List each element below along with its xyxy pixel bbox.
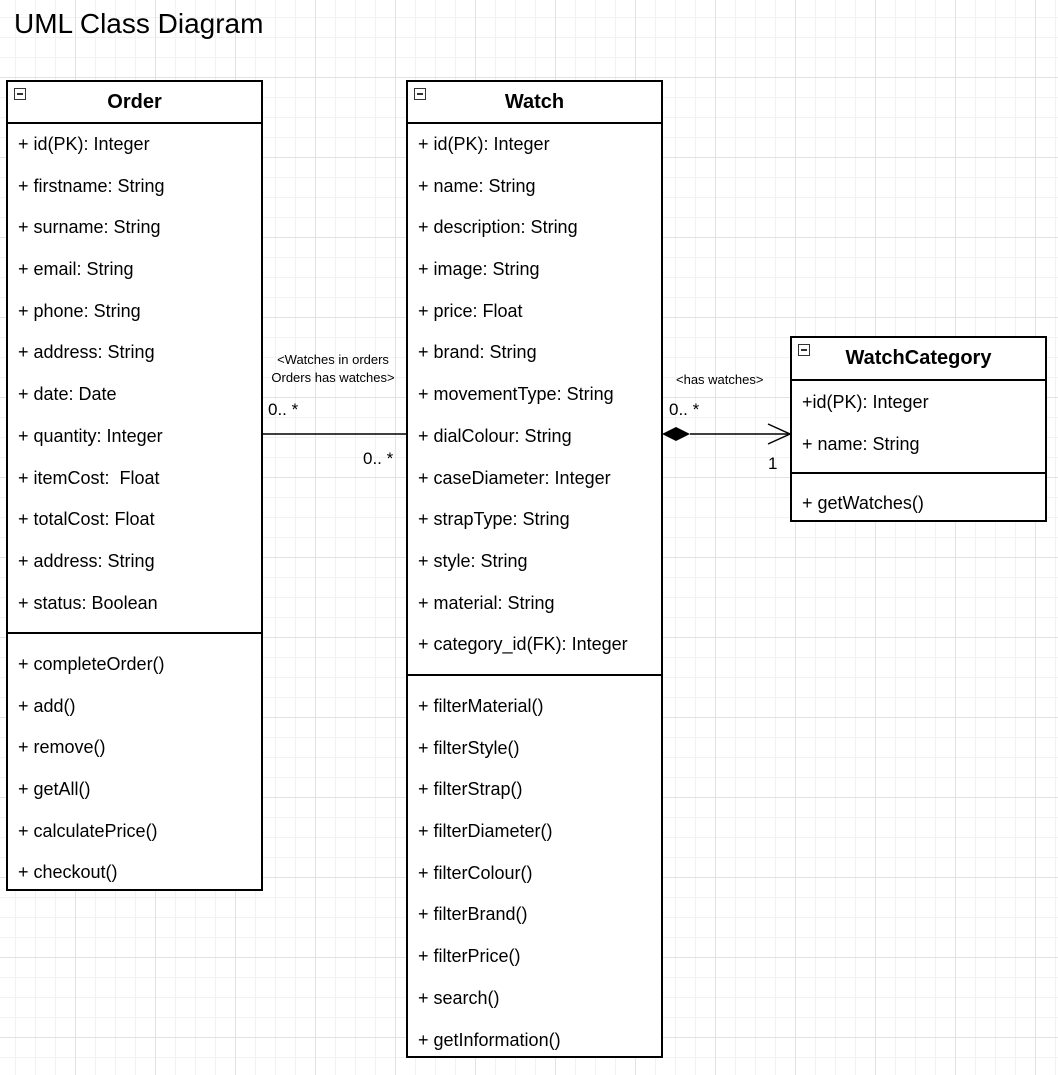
- class-order-header[interactable]: Order: [8, 82, 261, 124]
- method-row[interactable]: + filterStyle(): [418, 737, 520, 758]
- attribute-row[interactable]: + strapType: String: [418, 509, 570, 530]
- attribute-row[interactable]: + itemCost: Float: [18, 467, 160, 488]
- attribute-row[interactable]: + category_id(FK): Integer: [418, 634, 628, 655]
- method-row[interactable]: + add(): [18, 695, 76, 716]
- class-watch[interactable]: Watch + id(PK): Integer + name: String +…: [406, 80, 663, 1058]
- multiplicity-watch-end: 0.. *: [363, 449, 394, 468]
- class-watch-category-attributes: +id(PK): Integer + name: String: [792, 381, 1045, 472]
- method-row[interactable]: + search(): [418, 987, 500, 1008]
- attribute-row[interactable]: + movementType: String: [418, 384, 614, 405]
- method-row[interactable]: + completeOrder(): [18, 654, 165, 674]
- method-row[interactable]: + remove(): [18, 737, 106, 758]
- method-row[interactable]: + filterPrice(): [418, 946, 521, 967]
- method-row[interactable]: + filterBrand(): [418, 904, 528, 925]
- class-watch-category[interactable]: WatchCategory +id(PK): Integer + name: S…: [790, 336, 1047, 522]
- method-row[interactable]: + getInformation(): [418, 1029, 561, 1050]
- method-row[interactable]: + filterMaterial(): [418, 696, 544, 716]
- collapse-icon[interactable]: [14, 88, 26, 100]
- association-label-order-watch: <Watches in orders Orders has watches>: [262, 351, 404, 387]
- class-order-attributes: + id(PK): Integer + firstname: String + …: [8, 124, 261, 632]
- class-order-name: Order: [107, 90, 162, 113]
- attribute-row[interactable]: + name: String: [802, 434, 920, 454]
- attribute-row[interactable]: + image: String: [418, 259, 540, 280]
- class-watch-name: Watch: [504, 90, 565, 113]
- method-row[interactable]: + calculatePrice(): [18, 820, 158, 841]
- class-watch-category-header[interactable]: WatchCategory: [792, 338, 1045, 381]
- composition-label-watch-category: <has watches>: [676, 372, 764, 387]
- attribute-row[interactable]: + name: String: [418, 175, 536, 196]
- attribute-row[interactable]: + firstname: String: [18, 175, 165, 196]
- attribute-row[interactable]: + price: Float: [418, 300, 523, 321]
- attribute-row[interactable]: + brand: String: [418, 342, 537, 363]
- method-row[interactable]: + getWatches(): [802, 493, 924, 513]
- attribute-row[interactable]: + material: String: [418, 592, 555, 613]
- attribute-row[interactable]: + email: String: [18, 259, 134, 280]
- class-order[interactable]: Order + id(PK): Integer + firstname: Str…: [6, 80, 263, 891]
- association-label-line-1: <Watches in orders: [277, 352, 389, 367]
- method-row[interactable]: + filterDiameter(): [418, 821, 553, 842]
- class-watch-category-methods: + getWatches(): [792, 472, 1045, 524]
- attribute-row[interactable]: + address: String: [18, 342, 155, 363]
- class-order-methods: + completeOrder() + add() + remove() + g…: [8, 632, 261, 894]
- class-watch-category-name: WatchCategory: [845, 347, 992, 369]
- method-row[interactable]: + filterColour(): [418, 862, 533, 883]
- attribute-row[interactable]: + status: Boolean: [18, 592, 158, 613]
- multiplicity-order-end: 0.. *: [268, 400, 299, 419]
- attribute-row[interactable]: + id(PK): Integer: [418, 134, 550, 154]
- attribute-row[interactable]: + quantity: Integer: [18, 425, 163, 446]
- method-row[interactable]: + filterStrap(): [418, 779, 523, 800]
- attribute-row[interactable]: + surname: String: [18, 217, 161, 238]
- multiplicity-category-side: 1: [768, 454, 778, 473]
- diagram-title: UML Class Diagram: [14, 8, 264, 39]
- attribute-row[interactable]: + phone: String: [18, 300, 141, 321]
- association-label-line-2: Orders has watches>: [271, 370, 395, 385]
- method-row[interactable]: + checkout(): [18, 862, 118, 883]
- multiplicity-watch-side: 0.. *: [669, 400, 700, 419]
- attribute-row[interactable]: + caseDiameter: Integer: [418, 467, 611, 488]
- attribute-row[interactable]: + id(PK): Integer: [18, 134, 150, 154]
- attribute-row[interactable]: + dialColour: String: [418, 425, 572, 446]
- composition-diamond-icon: [662, 427, 690, 441]
- attribute-row[interactable]: + date: Date: [18, 384, 117, 405]
- attribute-row[interactable]: + style: String: [418, 550, 528, 571]
- method-row[interactable]: + getAll(): [18, 779, 91, 800]
- attribute-row[interactable]: +id(PK): Integer: [802, 392, 929, 412]
- class-watch-methods: + filterMaterial() + filterStyle() + fil…: [408, 674, 661, 1061]
- attribute-row[interactable]: + address: String: [18, 550, 155, 571]
- collapse-icon[interactable]: [798, 344, 810, 356]
- attribute-row[interactable]: + description: String: [418, 217, 578, 238]
- class-watch-header[interactable]: Watch: [408, 82, 661, 124]
- class-watch-attributes: + id(PK): Integer + name: String + descr…: [408, 124, 661, 674]
- collapse-icon[interactable]: [414, 88, 426, 100]
- attribute-row[interactable]: + totalCost: Float: [18, 509, 155, 530]
